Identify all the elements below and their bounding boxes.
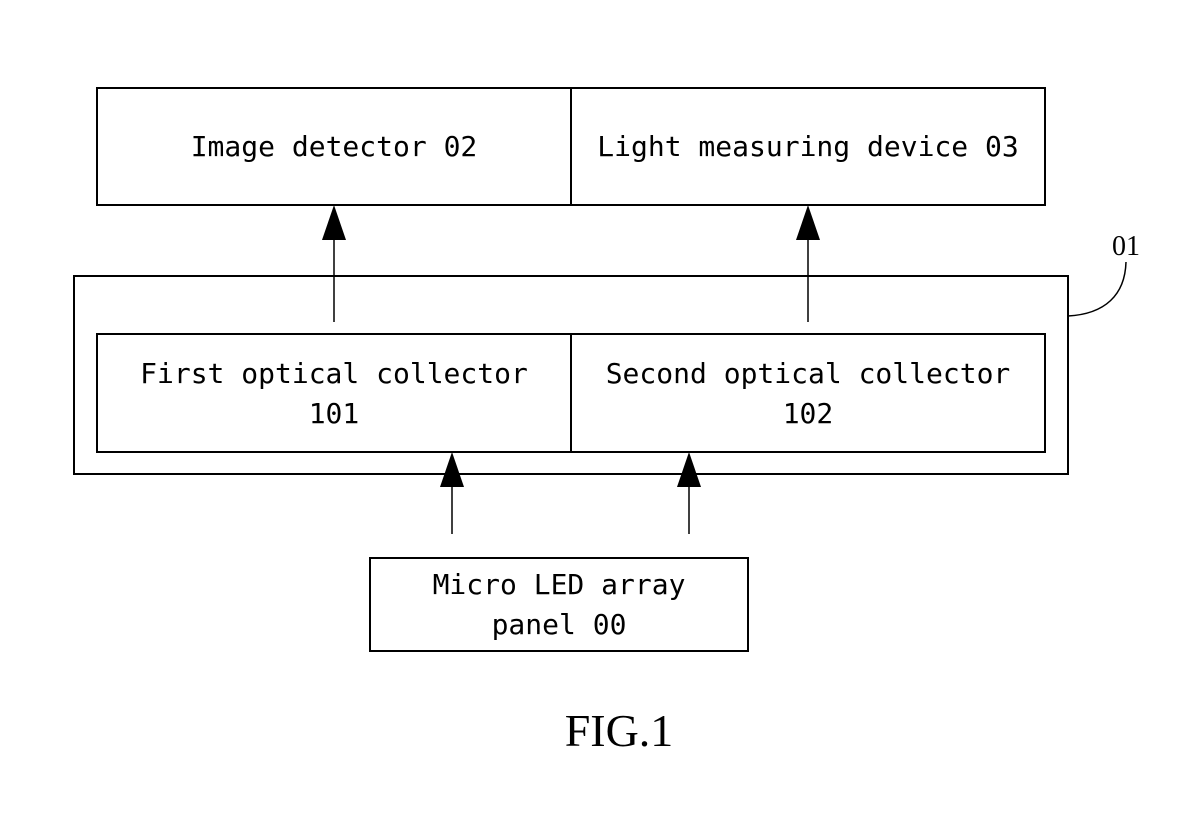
- micro-led-array-panel-label-line2: panel 00: [492, 608, 627, 641]
- first-optical-collector-label-line2: 101: [309, 397, 360, 430]
- image-detector-label: Image detector 02: [191, 130, 478, 163]
- first-optical-collector-box: [96, 333, 572, 453]
- light-measuring-device-label: Light measuring device 03: [597, 130, 1018, 163]
- second-optical-collector-box: [570, 333, 1046, 453]
- optical-collector-group-box: [73, 275, 1069, 475]
- group-reference-leader: [1067, 261, 1127, 317]
- second-optical-collector-label-line1: Second optical collector: [606, 357, 1011, 390]
- arrow-head-image-detector: [322, 205, 346, 240]
- micro-led-array-panel-label-line1: Micro LED array: [433, 568, 686, 601]
- arrow-head-second-optical-collector: [677, 452, 701, 487]
- arrow-head-light-measuring-device: [796, 205, 820, 240]
- first-optical-collector-label-line1: First optical collector: [140, 357, 528, 390]
- arrow-head-first-optical-collector: [440, 452, 464, 487]
- micro-led-array-panel-box: [369, 557, 749, 652]
- group-reference-label: 01: [1112, 231, 1140, 262]
- second-optical-collector-label-line2: 102: [783, 397, 834, 430]
- figure-caption: FIG.1: [565, 705, 674, 756]
